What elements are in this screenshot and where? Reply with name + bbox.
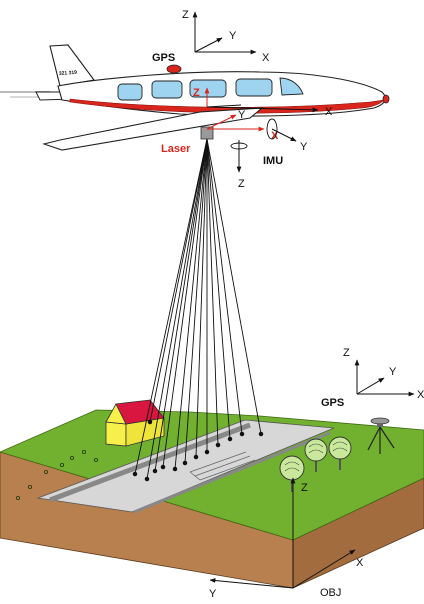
obj-axes: Z X Y OBJ (209, 477, 364, 600)
imu-y-label: Y (300, 141, 308, 153)
laser-beam (146, 138, 208, 480)
laser-footprint (152, 468, 158, 474)
tree (328, 436, 352, 470)
laser-footprint (239, 431, 245, 437)
tree (304, 438, 328, 472)
laser-imu-unit (200, 126, 214, 140)
laser-label: Laser (161, 143, 191, 155)
laser-beam (206, 138, 243, 435)
trees (279, 436, 352, 492)
laser-footprint (160, 464, 166, 470)
laser-beam (174, 138, 208, 470)
laser-footprint (204, 449, 210, 455)
obj-y-label: Y (209, 588, 217, 599)
laser-beam (154, 138, 208, 472)
aircraft-y-label: Y (238, 109, 246, 121)
laser-footprint (172, 466, 178, 472)
grass-dots (15, 449, 99, 500)
imu-label: IMU (263, 155, 283, 167)
laser-footprint (193, 454, 199, 460)
laser-axes: X Laser (161, 114, 279, 155)
gps-antenna (166, 64, 182, 74)
ground-gps-z-label: Z (343, 347, 350, 359)
tail-fin (49, 44, 95, 87)
ground-gps-y-label: Y (389, 366, 397, 378)
aircraft: 321 319 GPS (0, 44, 390, 151)
laser-beam (162, 138, 208, 468)
aircraft-x-label: X (325, 106, 333, 118)
aircraft-registration: 321 319 (59, 70, 78, 77)
imu-z-label: Z (238, 178, 245, 190)
obj-z-label: Z (301, 482, 308, 494)
top-x-label: X (262, 52, 270, 64)
top-axes: Z Y X (182, 9, 270, 64)
ground-gps-label: GPS (321, 397, 344, 409)
obj-x-label: X (356, 557, 364, 569)
laser-beam (195, 138, 208, 458)
laser-beam (184, 138, 208, 464)
laser-beam (206, 138, 262, 435)
top-y-label: Y (229, 30, 237, 42)
imu-axes: Y Z IMU (230, 118, 308, 190)
house (105, 399, 165, 447)
ground-gps-axes: Z Y X GPS (321, 347, 424, 409)
road-markings (189, 451, 256, 481)
top-z-label: Z (182, 9, 189, 21)
aircraft-gps-label: GPS (152, 52, 175, 64)
laser-footprint (144, 476, 150, 482)
laser-footprint (182, 460, 188, 466)
laser-footprint (147, 419, 153, 425)
ground-gps-x-label: X (417, 389, 424, 401)
road (36, 419, 335, 513)
aircraft-z-label: Z (193, 87, 200, 99)
windows (117, 77, 304, 101)
laser-scan-lines (132, 138, 264, 482)
laser-beam (206, 138, 231, 440)
ground-gps-tripod (367, 417, 395, 454)
laser-beam (149, 138, 208, 423)
laser-footprint (227, 436, 233, 442)
laser-footprint (132, 471, 138, 477)
road-edge-right (133, 431, 331, 514)
aircraft-axes: Z Y X (193, 87, 333, 121)
laser-beam (134, 138, 208, 475)
laser-beam (206, 138, 219, 446)
laser-footprint (258, 431, 264, 437)
laser-x-label: X (271, 130, 279, 142)
laser-footprint (215, 442, 221, 448)
obj-label: OBJ (320, 587, 341, 599)
